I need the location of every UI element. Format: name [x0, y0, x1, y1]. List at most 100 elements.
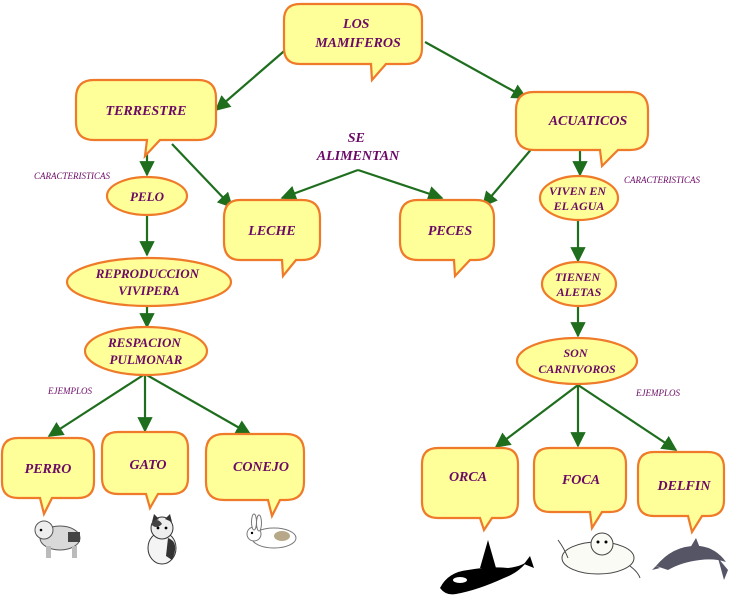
cat-picture	[147, 514, 177, 565]
node-conejo: CONEJO	[204, 432, 306, 520]
node-viven-line-1: VIVEN EN	[549, 184, 607, 198]
edge-se-alimentan-leche	[280, 168, 359, 201]
node-peces-shape	[398, 198, 496, 279]
orca-picture	[440, 540, 534, 595]
node-gato: GATO	[100, 430, 190, 511]
node-acuaticos-line-1: ACUATICOS	[548, 114, 628, 129]
ejemplos-right-label: EJEMPLOS	[635, 388, 680, 398]
node-reproduccion-shape	[65, 256, 233, 308]
svg-text:TERRESTRE: TERRESTRE	[106, 104, 187, 119]
node-delfin-shape	[636, 450, 726, 535]
node-mamiferos-line-1: LOS	[342, 17, 370, 32]
edge-carnivoros-orca	[494, 384, 579, 448]
node-perro-line-1: PERRO	[25, 462, 72, 477]
node-acuaticos: ACUATICOS	[514, 90, 650, 169]
node-carnivoros-line-2: CARNIVOROS	[538, 362, 616, 376]
svg-text:RESPACION PULMONAR: RESPACION PULMONAR	[107, 335, 184, 367]
node-perro-shape	[0, 436, 96, 518]
node-perro: PERRO	[0, 436, 96, 518]
node-pelo-line-1: PELO	[130, 189, 165, 204]
edges	[47, 41, 678, 451]
node-foca: FOCA	[532, 446, 628, 532]
nodes: LOS MAMIFEROS TERRESTRE ACUATICOS PELO	[0, 2, 726, 535]
node-aletas-shape	[540, 260, 618, 308]
rabbit-picture	[246, 513, 297, 549]
node-leche-shape	[222, 198, 322, 279]
node-conejo-line-1: CONEJO	[233, 460, 289, 475]
node-respiracion: RESPACION PULMONAR	[83, 325, 209, 377]
node-orca: ORCA	[420, 446, 520, 533]
node-mamiferos-shape	[282, 2, 424, 83]
node-leche-line-1: LECHE	[247, 224, 295, 239]
node-aletas: TIENEN ALETAS	[540, 260, 618, 308]
svg-text:PECES: PECES	[428, 224, 473, 239]
node-carnivoros: SON CARNIVOROS	[515, 336, 639, 386]
node-carnivoros-line-1: SON	[563, 346, 588, 360]
node-gato-line-1: GATO	[129, 458, 166, 473]
node-terrestre: TERRESTRE	[74, 78, 218, 160]
node-terrestre-line-1: TERRESTRE	[106, 104, 187, 119]
svg-text:LECHE: LECHE	[247, 224, 295, 239]
node-pelo: PELO	[105, 175, 189, 217]
node-delfin-line-1: DELFIN	[657, 479, 712, 494]
node-viven: VIVEN EN EL AGUA	[538, 174, 620, 222]
node-viven-shape	[538, 174, 620, 222]
edge-se-alimentan-peces	[357, 168, 444, 201]
ejemplos-left-label: EJEMPLOS	[47, 386, 92, 396]
se-alimentan-line-2: ALIMENTAN	[316, 149, 400, 164]
node-viven-line-2: EL AGUA	[553, 199, 605, 213]
node-conejo-shape	[204, 432, 306, 520]
node-peces-line-1: PECES	[428, 224, 473, 239]
node-leche: LECHE	[222, 198, 322, 279]
svg-text:CONEJO: CONEJO	[233, 460, 289, 475]
floating-labels: SE ALIMENTAN CARACTERISTICAS CARACTERIST…	[34, 131, 700, 398]
node-acuaticos-shape	[514, 90, 650, 169]
caracteristicas-left-label: CARACTERISTICAS	[34, 171, 110, 181]
edge-carnivoros-delfin	[577, 384, 678, 451]
svg-text:ORCA: ORCA	[449, 470, 487, 485]
caracteristicas-right-label: CARACTERISTICAS	[624, 175, 700, 185]
svg-text:DELFIN: DELFIN	[657, 479, 712, 494]
se-alimentan-line-1: SE	[348, 131, 365, 146]
seal-picture	[557, 532, 641, 579]
node-terrestre-shape	[74, 78, 218, 160]
svg-text:GATO: GATO	[129, 458, 166, 473]
node-mamiferos-line-2: MAMIFEROS	[314, 36, 401, 51]
dolphin-picture	[652, 538, 728, 580]
svg-text:TIENEN ALETAS: TIENEN ALETAS	[555, 270, 603, 299]
edge-acuaticos-peces	[482, 145, 535, 208]
node-orca-shape	[420, 446, 520, 533]
node-aletas-line-1: TIENEN	[555, 270, 602, 284]
node-orca-line-1: ORCA	[449, 470, 487, 485]
node-pelo-shape	[105, 175, 189, 217]
dog-picture	[34, 520, 81, 558]
se-alimentan-label: SE ALIMENTAN	[316, 131, 400, 164]
svg-text:ACUATICOS: ACUATICOS	[548, 114, 628, 129]
node-mamiferos: LOS MAMIFEROS	[282, 2, 424, 83]
node-reproduccion-line-1: REPRODUCCION	[95, 266, 200, 281]
node-gato-shape	[100, 430, 190, 511]
edge-mamiferos-terrestre	[214, 45, 291, 112]
node-reproduccion: REPRODUCCION VIVIPERA	[65, 256, 233, 308]
node-carnivoros-shape	[515, 336, 639, 386]
svg-text:PELO: PELO	[130, 189, 165, 204]
node-peces: PECES	[398, 198, 496, 279]
edge-terrestre-leche	[171, 143, 234, 209]
node-respiracion-shape	[83, 325, 209, 377]
edge-mamiferos-acuaticos	[424, 41, 528, 99]
node-reproduccion-line-2: VIVIPERA	[118, 283, 180, 298]
svg-text:VIVEN EN EL AGUA: VIVEN EN EL AGUA	[549, 184, 609, 213]
edge-respiracion-perro	[47, 373, 146, 437]
svg-text:SON CARNIVOROS: SON CARNIVOROS	[538, 346, 616, 376]
svg-text:PERRO: PERRO	[25, 462, 72, 477]
svg-text:FOCA: FOCA	[561, 473, 600, 488]
node-foca-line-1: FOCA	[561, 473, 600, 488]
svg-text:REPRODUCCION VIVIPERA: REPRODUCCION VIVIPERA	[95, 266, 203, 298]
node-delfin: DELFIN	[636, 450, 726, 535]
node-respiracion-line-2: PULMONAR	[110, 352, 183, 367]
node-respiracion-line-1: RESPACION	[107, 335, 181, 350]
node-aletas-line-2: ALETAS	[556, 285, 602, 299]
svg-text:LOS MAMIFEROS: LOS MAMIFEROS	[314, 17, 401, 51]
